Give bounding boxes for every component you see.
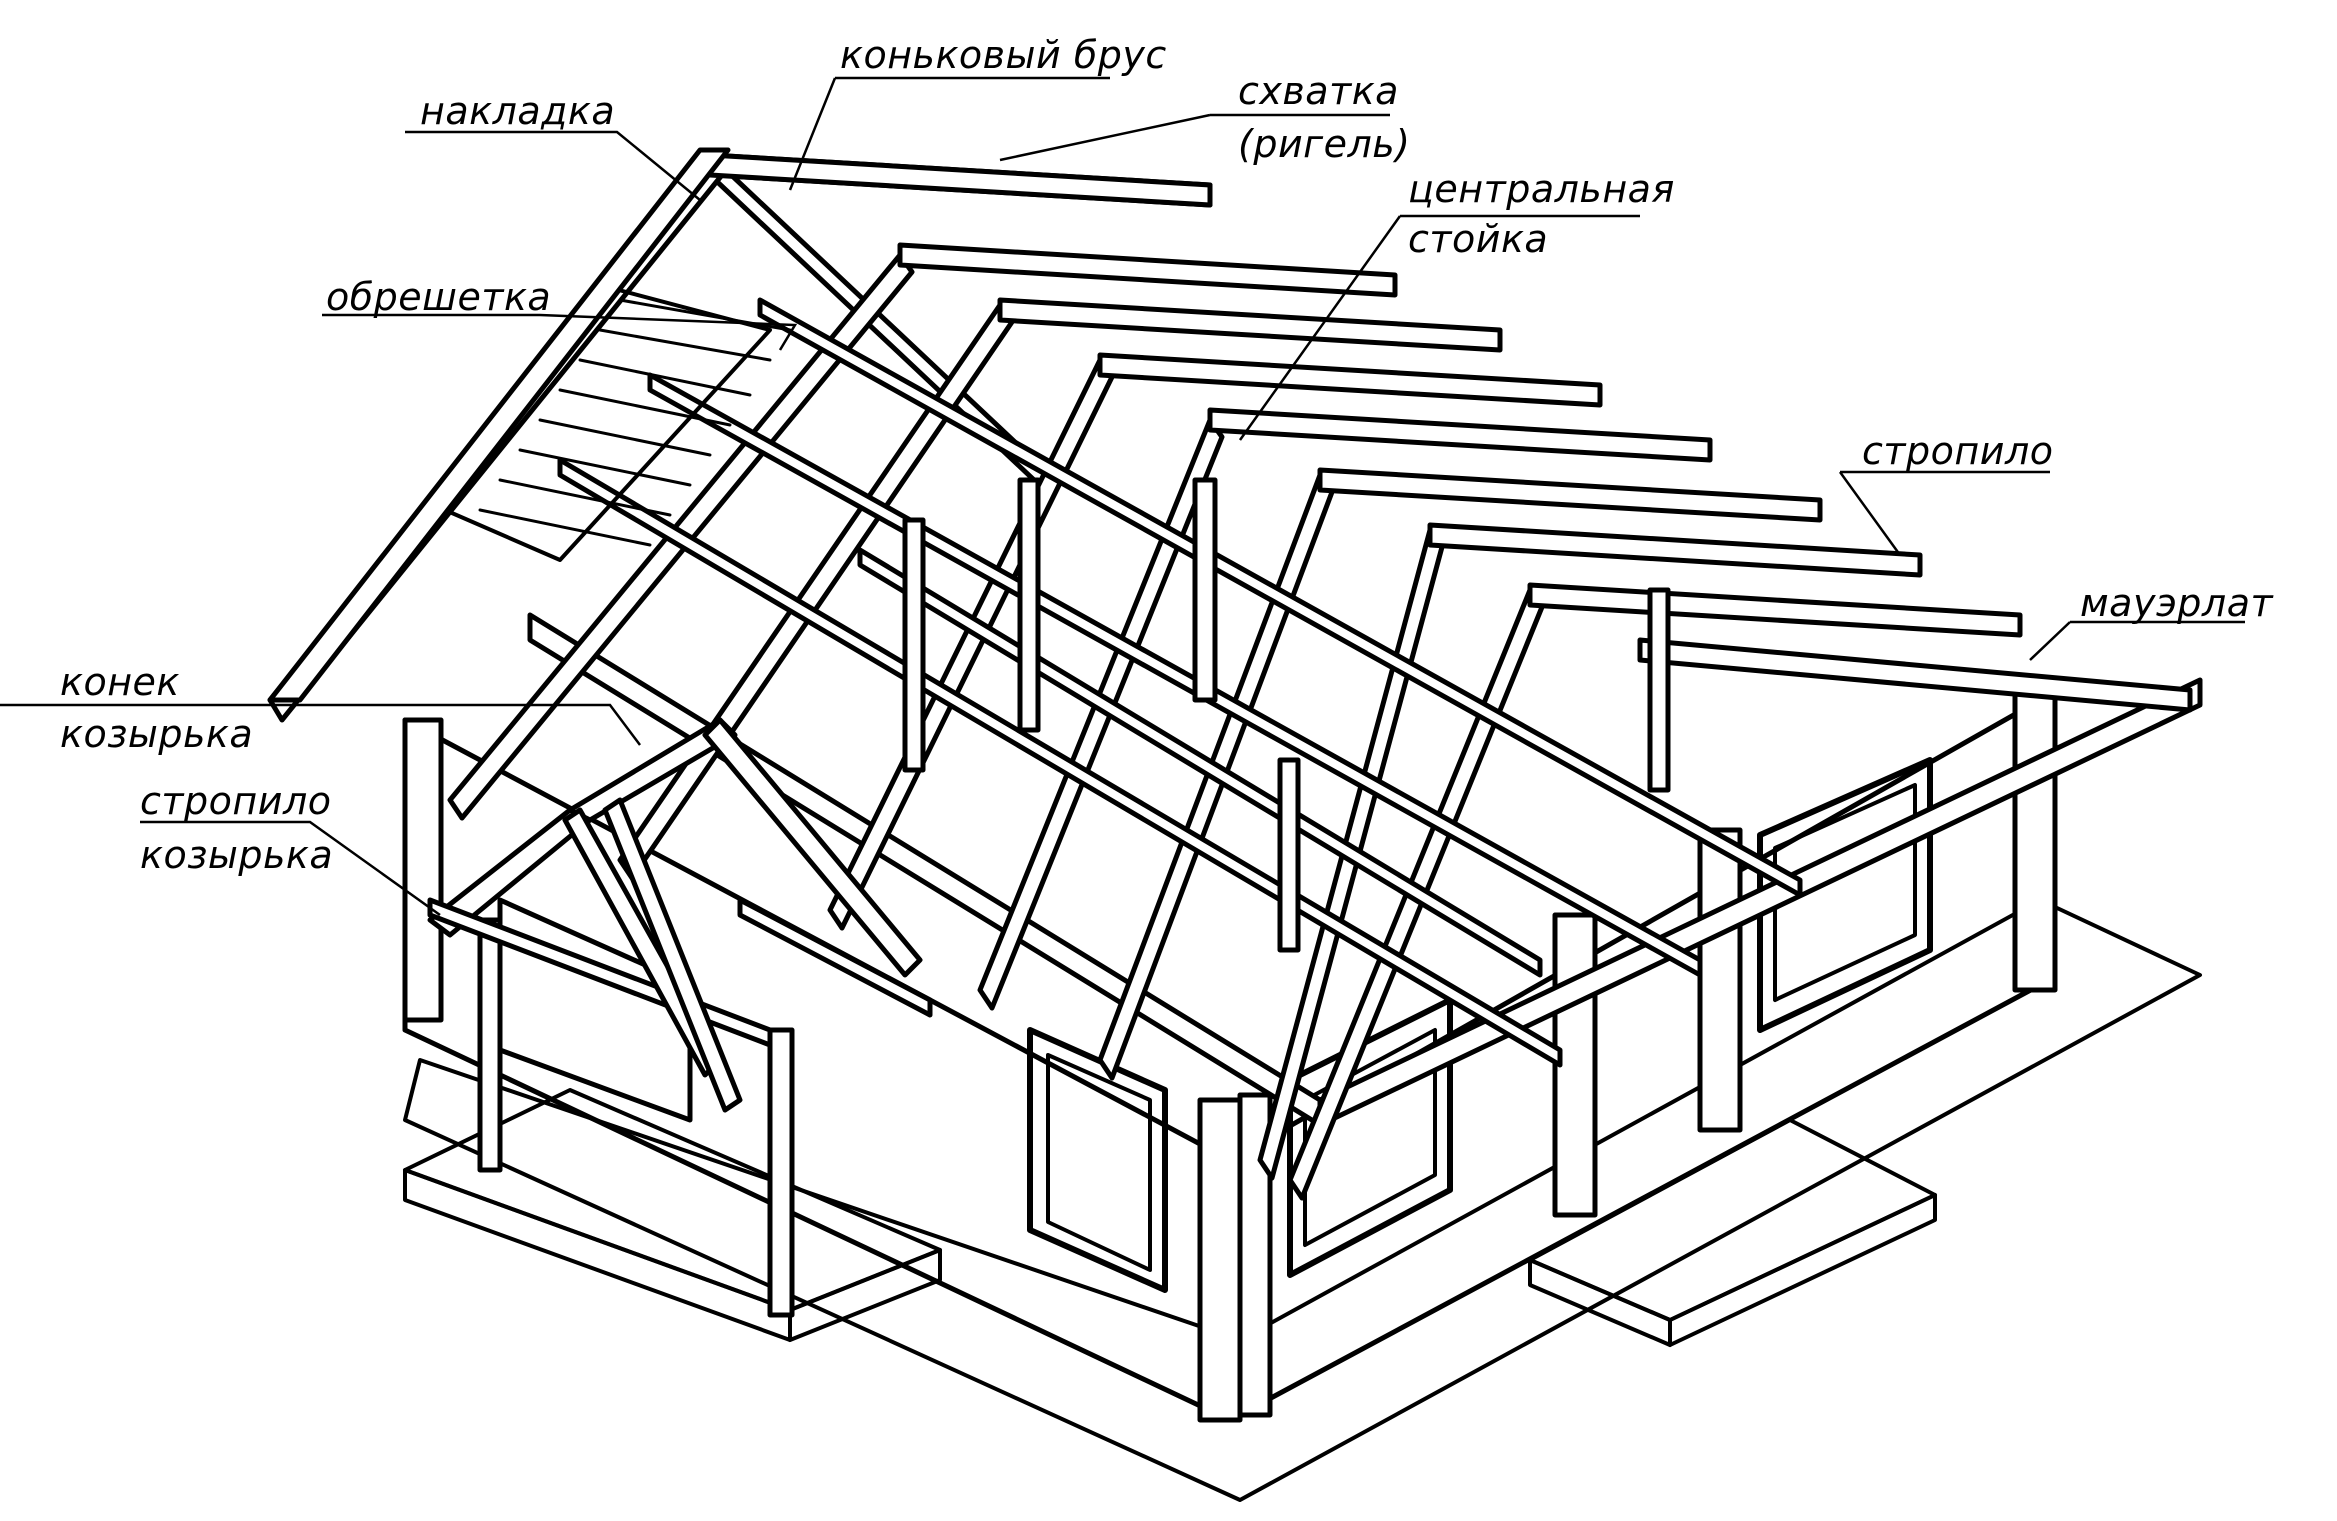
porch-slab-left [403,1088,942,1342]
label-skhvatka: схватка [1238,69,1399,113]
label-obreshetka: обрешетка [326,275,552,319]
label-porch-rafter-2: козырька [140,833,334,877]
gable-board [267,147,731,703]
label-mauerlat: мауэрлат [2080,581,2274,625]
porch-roof [427,717,933,1113]
corner-posts [402,687,2058,1423]
label-konek-1: конек [60,660,180,704]
purlins [557,297,1803,1068]
label-central-2: стойка [1408,217,1549,261]
window-front-wall [1027,1027,1168,1293]
label-nakladka: накладка [420,89,616,133]
label-central-1: центральная [1408,167,1675,211]
label-stropilo: стропило [1862,429,2054,473]
central-posts [902,477,1671,953]
label-ridge-beam: коньковый брус [840,33,1167,77]
rafters-right-slope [707,152,2193,713]
label-rigel: (ригель) [1238,122,1411,166]
porch-posts [477,917,795,1318]
label-porch-rafter-1: стропило [140,779,332,823]
window-right-wall [1757,757,1933,1033]
label-konek-2: козырька [60,712,254,756]
leader-lines [0,76,2245,917]
